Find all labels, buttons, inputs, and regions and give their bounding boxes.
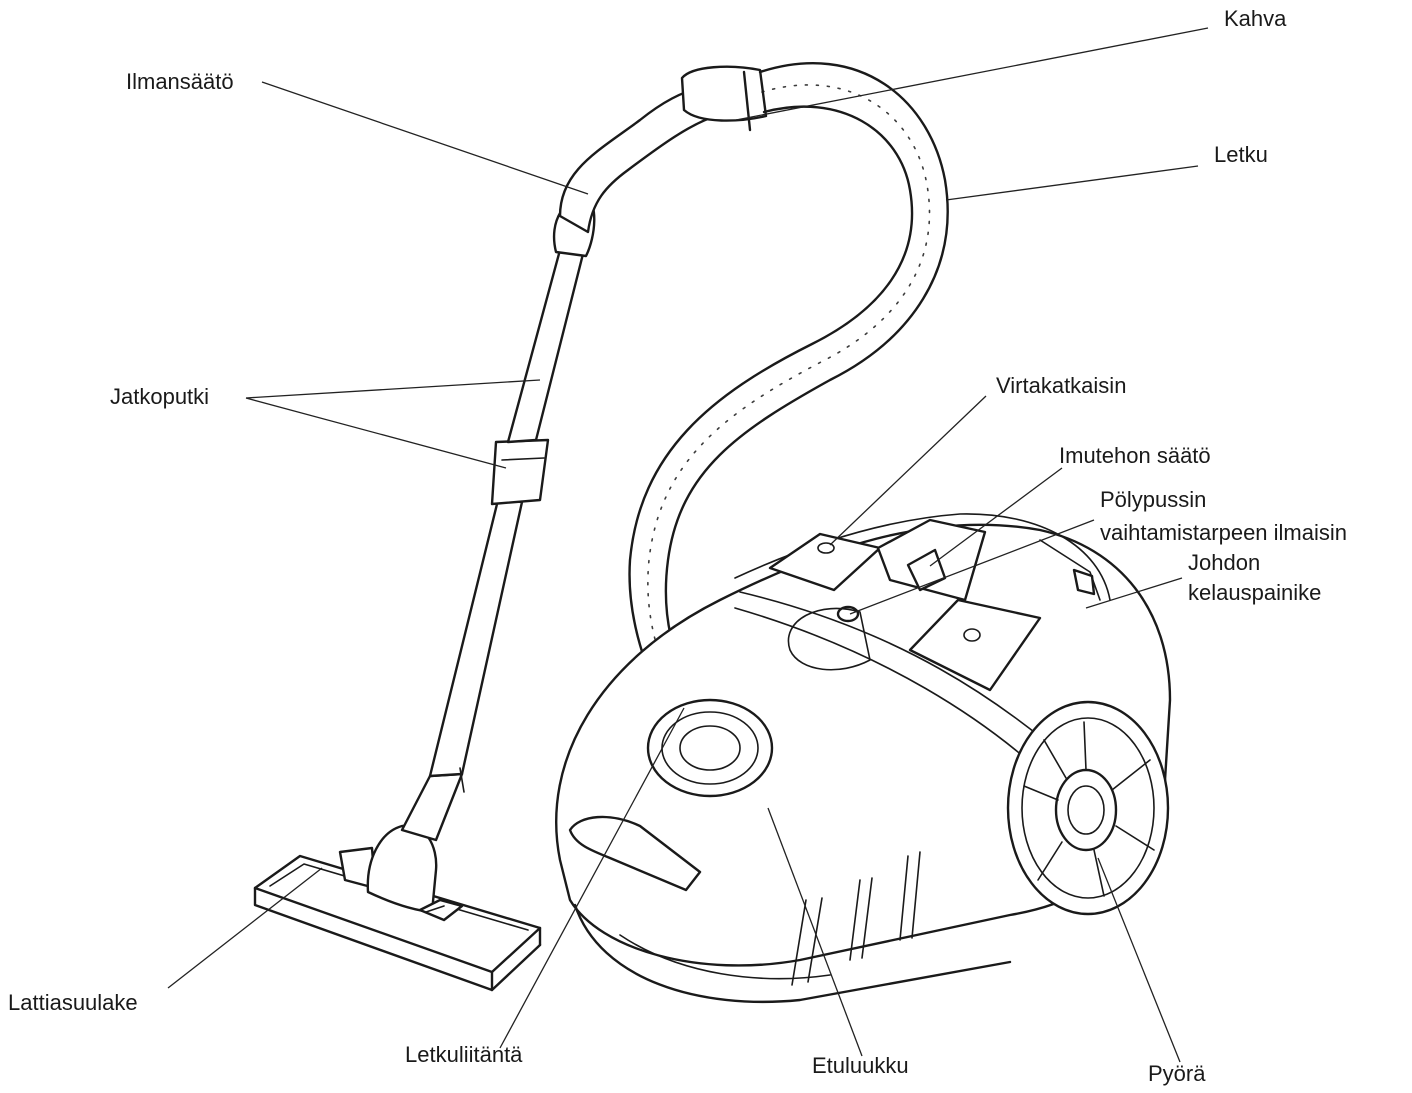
extension-tube-drawing — [400, 65, 768, 842]
label-pyora: Pyörä — [1148, 1061, 1206, 1086]
label-jatkoputki: Jatkoputki — [110, 384, 210, 409]
label-letku: Letku — [1214, 142, 1268, 167]
label-imutehon-saato: Imutehon säätö — [1059, 443, 1211, 468]
label-letkuliitanta: Letkuliitäntä — [405, 1042, 523, 1067]
vacuum-body-drawing — [555, 513, 1172, 1004]
label-virtakatkaisin: Virtakatkaisin — [996, 373, 1127, 398]
leader-lines — [167, 27, 1209, 1063]
label-lattiasuulake: Lattiasuulake — [8, 990, 138, 1015]
label-johdon-line2: kelauspainike — [1188, 580, 1322, 605]
label-kahva: Kahva — [1224, 6, 1287, 31]
label-polypussin-line1: Pölypussin — [1100, 487, 1207, 512]
label-polypussin-line2: vaihtamistarpeen ilmaisin — [1100, 520, 1347, 545]
label-johdon-line1: Johdon — [1188, 550, 1261, 575]
floor-nozzle-drawing — [253, 824, 542, 992]
label-ilmansaato: Ilmansäätö — [126, 69, 234, 94]
label-etuluukku: Etuluukku — [812, 1053, 909, 1078]
